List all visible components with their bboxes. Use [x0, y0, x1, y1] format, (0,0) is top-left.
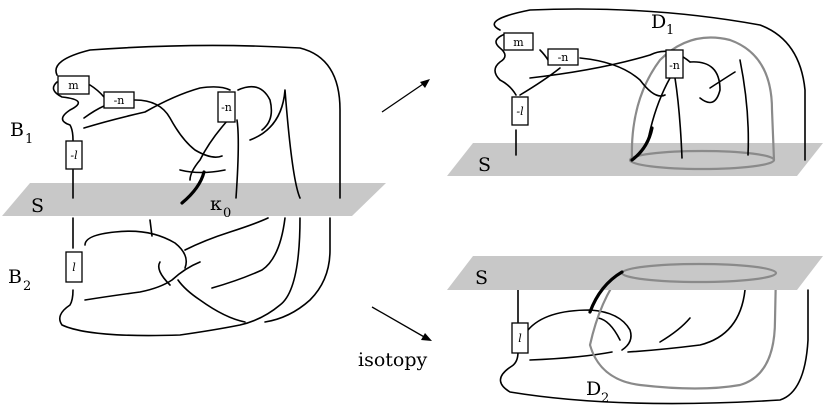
lower-ball-strands [59, 217, 331, 337]
box-n2-top-right: -n [665, 49, 684, 79]
disk-d2-label: D [586, 378, 601, 400]
arc-kappa0 [180, 170, 206, 205]
upper-ball-index: 1 [25, 132, 33, 147]
bottom-right-figure: l S D 2 [447, 256, 823, 406]
plane-s-tr-label: S [478, 154, 491, 176]
plane-s [2, 183, 386, 216]
disk-d1 [630, 36, 776, 161]
box-l-bottom-left: l [65, 251, 83, 283]
arc-bottom-right [588, 270, 624, 314]
box-l-bottom-right: l [511, 322, 529, 354]
box-n1-left: -n [103, 91, 135, 109]
upper-ball-strands [52, 44, 341, 199]
box-m-top-right: m [503, 32, 534, 51]
lower-ball-index: 2 [23, 279, 31, 294]
box-l-tr-label: -l [516, 105, 524, 118]
plane-s-br-label: S [475, 267, 488, 289]
arc-top-right [630, 126, 654, 162]
arc-kappa0-index: 0 [223, 206, 231, 221]
isotopy-label: isotopy [358, 349, 428, 371]
box-l-top-left: -l [65, 140, 83, 170]
box-m-left: m [57, 75, 90, 95]
upper-arrow [381, 79, 430, 113]
box-n2-label: -n [221, 101, 232, 114]
arc-kappa0-label: κ [210, 193, 222, 215]
box-l-top-right: -l [511, 96, 529, 126]
lower-ball-label: B [8, 266, 22, 288]
box-l-br-label: l [518, 332, 522, 345]
lower-arrow [371, 306, 432, 341]
disk-d2 [588, 271, 778, 390]
box-l-bottom-label: l [72, 261, 76, 274]
box-m-tr-label: m [513, 36, 524, 49]
box-n2-tr-label: -n [669, 59, 680, 72]
plane-s-bottom-right [447, 256, 823, 290]
upper-ball-label: B [10, 119, 24, 141]
plane-s-label: S [31, 195, 44, 217]
top-right-figure: m -n -n -l S D 1 [447, 8, 823, 176]
disk-d2-index: 2 [601, 391, 609, 406]
disk-d1-label: D [651, 11, 666, 33]
box-n1-label: -n [114, 94, 125, 107]
box-n1-tr-label: -n [558, 51, 569, 64]
box-n1-top-right: -n [547, 48, 579, 66]
bottom-right-strands [499, 289, 809, 405]
box-l-top-label: -l [70, 149, 78, 162]
box-n2-left: -n [217, 91, 236, 123]
left-figure: m -n -n -l l B 1 S κ 0 B 2 [2, 44, 386, 337]
box-m-label: m [68, 79, 79, 92]
disk-d1-index: 1 [666, 23, 674, 38]
